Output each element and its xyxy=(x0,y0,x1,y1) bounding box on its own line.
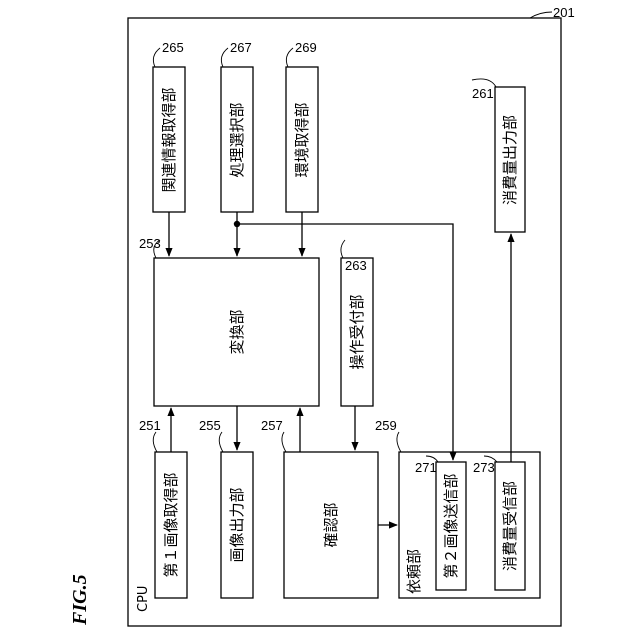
cpu-leader xyxy=(530,12,552,18)
label-second-image-transmission: 第２画像送信部 xyxy=(442,473,460,578)
number-273: 273 xyxy=(473,460,495,475)
number-257: 257 xyxy=(261,418,283,433)
number-251: 251 xyxy=(139,418,161,433)
label-consumption-reception: 消費量受信部 xyxy=(501,481,519,571)
number-269: 269 xyxy=(295,40,317,55)
number-261: 261 xyxy=(472,86,494,101)
cpu-number: 201 xyxy=(553,5,575,20)
label-conversion: 変換部 xyxy=(228,309,246,354)
label-consumption-output: 消費量出力部 xyxy=(501,115,519,205)
number-259: 259 xyxy=(375,418,397,433)
label-related-info-acquisition: 関連情報取得部 xyxy=(160,87,178,192)
number-263: 263 xyxy=(345,258,367,273)
label-request: 依頼部 xyxy=(405,549,423,594)
label-image-output: 画像出力部 xyxy=(228,487,246,562)
number-267: 267 xyxy=(230,40,252,55)
label-first-image-acquisition: 第１画像取得部 xyxy=(162,472,180,577)
cpu-label: CPU xyxy=(136,586,151,612)
label-environment-acquisition: 環境取得部 xyxy=(293,102,311,177)
label-process-selection: 処理選択部 xyxy=(228,102,246,177)
number-265: 265 xyxy=(162,40,184,55)
label-confirmation: 確認部 xyxy=(322,502,340,547)
figure-label: FIG.5 xyxy=(69,574,91,626)
number-271: 271 xyxy=(415,460,437,475)
label-operation-reception: 操作受付部 xyxy=(348,294,366,369)
number-255: 255 xyxy=(199,418,221,433)
number-253: 253 xyxy=(139,236,161,251)
